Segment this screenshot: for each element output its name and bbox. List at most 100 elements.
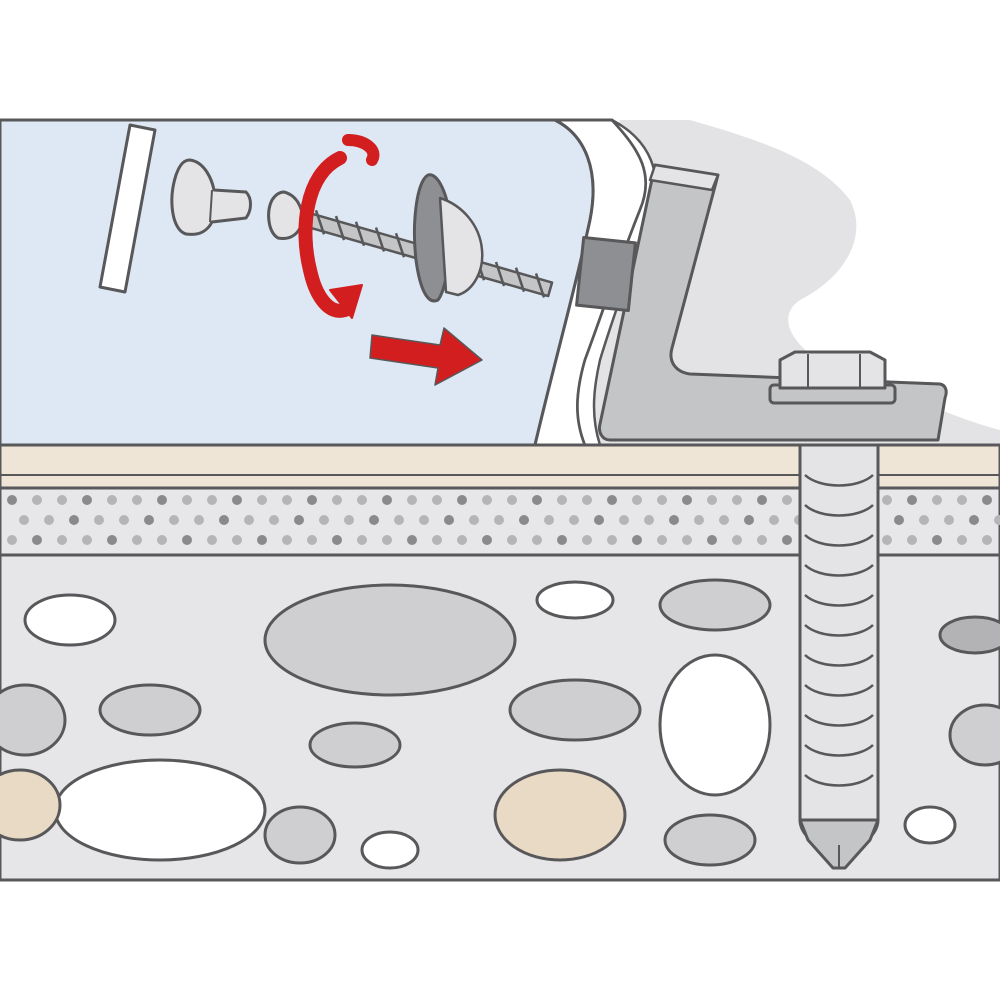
screed-dot — [357, 495, 367, 505]
screed-dot — [269, 515, 279, 525]
screed-dot — [682, 535, 692, 545]
concrete-stone — [535, 580, 615, 620]
screed-dot — [594, 515, 604, 525]
concrete-stone — [263, 583, 517, 697]
screed-dot — [544, 515, 554, 525]
screed-dot — [7, 495, 17, 505]
screed-dot — [157, 535, 167, 545]
concrete-stone — [0, 683, 67, 757]
screed-dot — [432, 495, 442, 505]
screed-dot — [732, 535, 742, 545]
screed-dot — [932, 495, 942, 505]
screed-dot — [132, 535, 142, 545]
screed-dot — [357, 535, 367, 545]
screed-dot — [232, 535, 242, 545]
screw-thread — [514, 267, 526, 293]
screed-dot — [957, 495, 967, 505]
screed-dot — [957, 535, 967, 545]
screw-thread — [394, 232, 406, 258]
screed-dot — [532, 495, 542, 505]
screed-dot — [882, 535, 892, 545]
screed-dot — [282, 495, 292, 505]
screed-dot — [82, 535, 92, 545]
screed-dot — [644, 515, 654, 525]
concrete-stone — [903, 805, 957, 845]
screed-dot — [219, 515, 229, 525]
screed-dot — [532, 535, 542, 545]
screed-dot — [707, 495, 717, 505]
screed-dot — [394, 515, 404, 525]
screed-dot — [632, 495, 642, 505]
concrete-stone — [23, 593, 117, 647]
screed-dot — [57, 535, 67, 545]
screed-dot — [557, 495, 567, 505]
screed-dot — [469, 515, 479, 525]
plug-rib — [804, 534, 874, 547]
washer-strip — [98, 123, 157, 294]
screed-dot — [657, 535, 667, 545]
screed-dot — [194, 515, 204, 525]
screed-dot — [182, 535, 192, 545]
concrete-stone — [663, 813, 757, 867]
screed-dot — [382, 535, 392, 545]
screed-dot — [444, 515, 454, 525]
screed-dot — [744, 515, 754, 525]
hex-bolt — [768, 350, 897, 405]
cover-cap — [170, 158, 252, 236]
screw-thread — [314, 209, 326, 235]
screed-dot — [294, 515, 304, 525]
screed-dot — [332, 495, 342, 505]
concrete-stone — [493, 768, 627, 862]
screed-dot — [769, 515, 779, 525]
plug-rib — [804, 774, 874, 787]
screed-dot — [944, 515, 954, 525]
screed-dot — [457, 535, 467, 545]
screed-dot — [19, 515, 29, 525]
plug-rib — [804, 684, 874, 697]
screed-dot — [432, 535, 442, 545]
screw-thread — [494, 261, 506, 287]
screed-dot — [207, 495, 217, 505]
plug-rib — [804, 654, 874, 667]
screed-dot — [182, 495, 192, 505]
screed-dot — [457, 495, 467, 505]
screw-thread — [354, 221, 366, 247]
wall-plug — [798, 443, 880, 870]
screed-dot — [669, 515, 679, 525]
plug-rib — [804, 714, 874, 727]
screed-dot — [82, 495, 92, 505]
screed-dot — [32, 535, 42, 545]
screed-dot — [344, 515, 354, 525]
screed-dot — [607, 495, 617, 505]
screed-dot — [257, 535, 267, 545]
screed-dot — [319, 515, 329, 525]
screed-dot — [707, 535, 717, 545]
screed-dot — [332, 535, 342, 545]
screed-dot — [907, 495, 917, 505]
screed-dot — [7, 535, 17, 545]
screed-dot — [407, 495, 417, 505]
screed-dot — [244, 515, 254, 525]
screed-dot — [494, 515, 504, 525]
screed-dot — [44, 515, 54, 525]
screed-dot — [757, 535, 767, 545]
screed-dot — [382, 495, 392, 505]
screed-dot — [419, 515, 429, 525]
rotation-arrow-icon — [298, 134, 380, 319]
screed-dot — [507, 535, 517, 545]
screed-dot — [407, 535, 417, 545]
screed-dot — [507, 495, 517, 505]
screed-dot — [307, 495, 317, 505]
screed-dot — [969, 515, 979, 525]
screed-dot — [907, 535, 917, 545]
concrete-stone — [308, 721, 402, 769]
screed-dot — [557, 535, 567, 545]
screw-thread — [374, 227, 386, 252]
screed-dot — [919, 515, 929, 525]
screed-dot — [657, 495, 667, 505]
screed-dot — [57, 495, 67, 505]
concrete-stone — [53, 758, 267, 862]
concrete-stone — [508, 678, 642, 742]
concrete-stone — [658, 653, 772, 797]
